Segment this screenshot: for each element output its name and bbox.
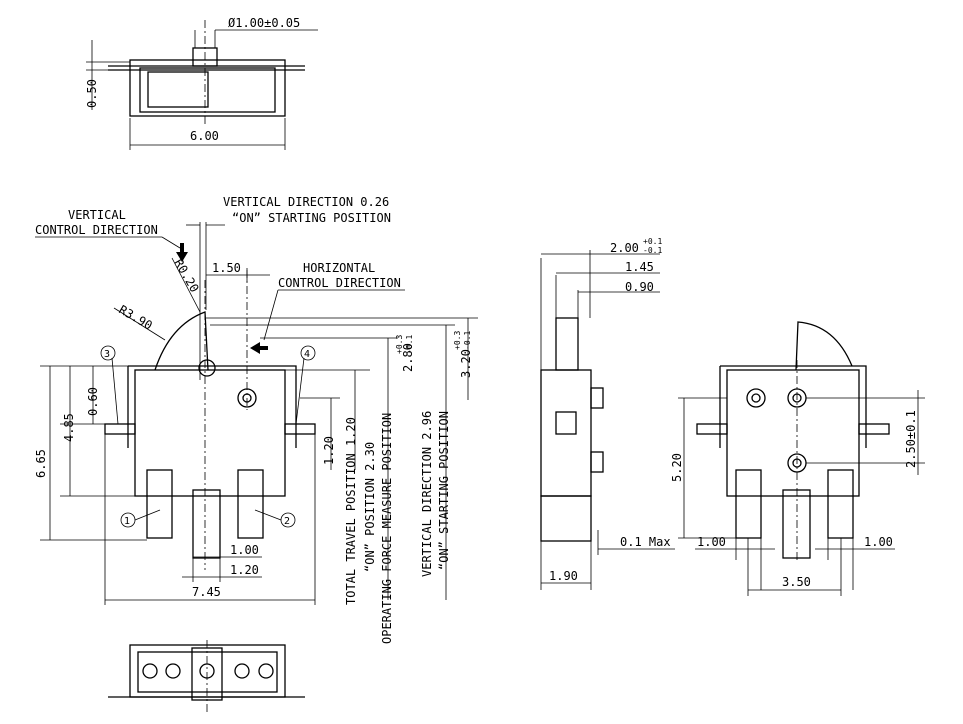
dim-485-label: 4.85 (62, 413, 76, 442)
top-height-label: 0.50 (85, 79, 99, 108)
pin-label-4: 4 (304, 349, 310, 360)
pin-diameter-label: Ø1.00±0.05 (228, 16, 300, 30)
dim-280-tol-bot: -0.1 (405, 335, 414, 354)
dim-350-label: 3.50 (782, 575, 811, 589)
dim-280-label: 2.80 (401, 343, 415, 372)
side-view: 2.00 +0.1 -0.1 1.45 0.90 0.1 Max 1.90 (540, 237, 675, 590)
on-starting-position: “ON” STARTING POSITION (437, 411, 451, 570)
top-width-label: 6.00 (190, 129, 219, 143)
dim-200-tol-top: +0.1 (643, 237, 662, 246)
operating-force-position: OPERATING FORCE MEASURE POSITION (380, 413, 394, 644)
dim-150-label: 1.50 (212, 261, 241, 275)
vertical-direction-line2: “ON” STARTING POSITION (232, 211, 391, 225)
dim-320-tol-top: +0.3 (453, 331, 462, 350)
total-travel-position: TOTAL TRAVEL POSITION 1.20 (344, 417, 358, 605)
dim-190-label: 1.90 (549, 569, 578, 583)
dim-100-left-label: 1.00 (697, 535, 726, 549)
tip-radius-label: R0.20 (171, 257, 201, 295)
dim-200-label: 2.00 (610, 241, 639, 255)
dim-145-label: 1.45 (625, 260, 654, 274)
horizontal-arrow-icon (250, 342, 268, 354)
dim-120-left-label: 1.20 (322, 436, 336, 465)
body-radius-label: R3.90 (117, 302, 155, 332)
horizontal-control-line1: HORIZONTAL (303, 261, 375, 275)
dim-250-label: 2.50±0.1 (904, 410, 918, 468)
dim-665-label: 6.65 (34, 449, 48, 478)
horizontal-control-line2: CONTROL DIRECTION (278, 276, 401, 290)
on-position: “ON” POSITION 2.30 (363, 442, 377, 572)
pin-label-1: 1 (124, 516, 130, 527)
dim-100-label: 1.00 (230, 543, 259, 557)
dim-01max-label: 0.1 Max (620, 535, 671, 549)
vertical-control-line1: VERTICAL (68, 208, 126, 222)
top-view: Ø1.00±0.05 0.50 6.00 (85, 16, 318, 150)
dim-100-right-label: 1.00 (864, 535, 893, 549)
pin-label-2: 2 (284, 516, 290, 527)
dim-320-tol-bot: -0.1 (463, 331, 472, 350)
dim-090-label: 0.90 (625, 280, 654, 294)
vertical-control-line2: CONTROL DIRECTION (35, 223, 158, 237)
dim-520-label: 5.20 (670, 453, 684, 482)
dim-060-label: 0.60 (86, 387, 100, 416)
dim-745-label: 7.45 (192, 585, 221, 599)
dim-200-tol-bot: -0.1 (643, 246, 662, 255)
vertical-arrow-icon (176, 243, 188, 262)
dim-120-bottom-label: 1.20 (230, 563, 259, 577)
pin-label-3: 3 (104, 349, 110, 360)
bottom-view (108, 640, 305, 715)
vertical-direction-296: VERTICAL DIRECTION 2.96 (420, 411, 434, 577)
vertical-direction-line1: VERTICAL DIRECTION 0.26 (223, 195, 389, 209)
rear-view: 2.50±0.1 5.20 1.00 1.00 3.50 (670, 321, 925, 596)
front-view: 1 2 3 4 VERTICAL CONTROL DIRECTION VERTI… (34, 195, 478, 644)
dim-320-label: 3.20 (459, 349, 473, 378)
dim-280-tol-top: +0.3 (395, 335, 404, 354)
